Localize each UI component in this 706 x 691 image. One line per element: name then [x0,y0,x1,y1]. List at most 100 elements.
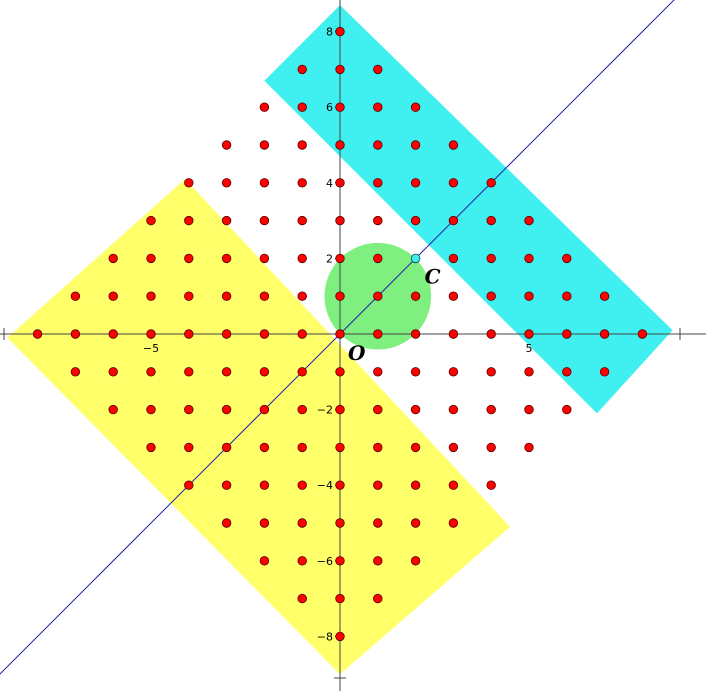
lattice-point [70,367,81,377]
lattice-point [448,367,459,377]
point-o-label: O [348,341,366,365]
x-tick-label: 5 [526,342,533,355]
lattice-point [448,215,459,226]
lattice-point [410,367,421,377]
y-tick-label: 8 [326,26,333,39]
lattice-point [373,64,383,75]
lattice-point [259,291,270,301]
lattice-point [335,102,345,112]
lattice-point [259,404,270,415]
lattice-point [184,178,194,188]
lattice-point [562,404,572,415]
lattice-point [524,367,534,377]
lattice-point [146,442,156,453]
lattice-point [32,329,43,339]
lattice-point [373,291,383,301]
y-tick-label: 6 [326,101,333,114]
y-tick-label: −6 [317,555,333,568]
lattice-point [448,518,459,528]
cyan-band [264,5,673,414]
lattice-point [373,140,383,150]
lattice-point [184,480,194,490]
lattice-point [486,291,496,301]
lattice-point [373,215,383,226]
lattice-point [448,178,459,188]
lattice-point [297,178,307,188]
lattice-point [70,291,81,301]
lattice-point [335,329,345,339]
lattice-point [259,518,270,528]
lattice-point [184,367,194,377]
lattice-point [297,253,307,264]
lattice-point [335,253,345,264]
lattice-point [373,518,383,528]
lattice-point [410,442,421,453]
lattice-point [373,178,383,188]
lattice-point [448,253,459,264]
lattice-point [373,480,383,490]
lattice-point [599,291,610,301]
lattice-point [373,593,383,604]
lattice-point [297,215,307,226]
lattice-point [524,291,534,301]
lattice-point [221,140,232,150]
lattice-point [410,329,421,339]
x-tick-label: −5 [143,342,159,355]
lattice-point [486,329,496,339]
lattice-points [32,26,648,642]
lattice-point [297,102,307,112]
lattice-point [486,367,496,377]
lattice-point [486,480,496,490]
lattice-point [108,253,118,264]
lattice-point [373,329,383,339]
lattice-point [108,367,118,377]
lattice-point [221,442,232,453]
lattice-point [259,480,270,490]
lattice-point [297,64,307,75]
lattice-point [373,367,383,377]
lattice-point [297,291,307,301]
lattice-point [373,102,383,112]
lattice-point [297,140,307,150]
lattice-point [410,178,421,188]
lattice-point [486,253,496,264]
lattice-point [108,291,118,301]
point-c-label: C [425,264,441,288]
lattice-point [599,329,610,339]
lattice-point [335,64,345,75]
lattice-point [108,329,118,339]
lattice-point [259,102,270,112]
lattice-point [259,329,270,339]
lattice-point [184,442,194,453]
lattice-point [221,518,232,528]
lattice-point [599,367,610,377]
lattice-point [259,215,270,226]
lattice-point [146,329,156,339]
lattice-point [448,140,459,150]
lattice-point [184,329,194,339]
lattice-point [486,215,496,226]
lattice-point [410,404,421,415]
lattice-point [146,253,156,264]
lattice-point [184,291,194,301]
lattice-point [335,291,345,301]
lattice-point [70,329,81,339]
lattice-point [562,253,572,264]
lattice-point [146,404,156,415]
lattice-point [335,631,345,642]
lattice-point [335,518,345,528]
y-tick-label: −2 [317,404,333,417]
lattice-point [335,367,345,377]
lattice-point [146,215,156,226]
lattice-point [335,178,345,188]
lattice-point [410,480,421,490]
lattice-point [297,442,307,453]
lattice-point [410,140,421,150]
lattice-point [373,253,383,264]
lattice-point [335,26,345,37]
lattice-point [259,178,270,188]
lattice-point [486,178,496,188]
lattice-point [335,480,345,490]
